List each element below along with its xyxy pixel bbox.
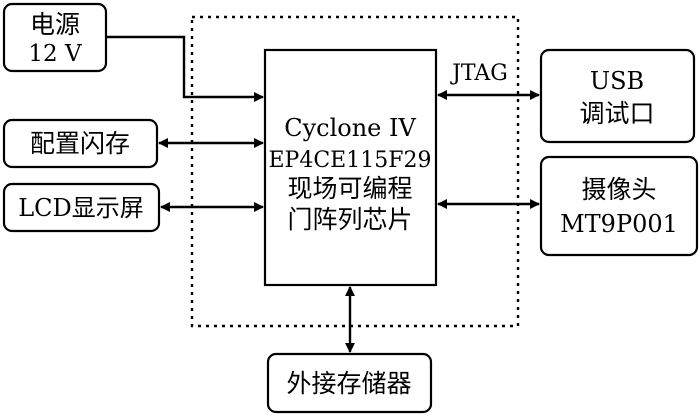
camera-block: 摄像头 MT9P001: [539, 155, 699, 257]
usb-label: USB: [590, 67, 644, 95]
power-connection-arrow: [106, 35, 265, 103]
system-boundary: [190, 15, 520, 328]
lcd-label: LCD显示屏: [18, 194, 144, 222]
external-memory-block: 外接存储器: [266, 352, 433, 414]
fpga-desc-line2: 门阵列芯片: [287, 205, 412, 234]
jtag-label: JTAG: [450, 61, 508, 86]
config-flash-label: 配置闪存: [30, 129, 130, 158]
camera-model-label: MT9P001: [560, 210, 678, 238]
usb-debug-block: USB 调试口: [539, 48, 696, 144]
camera-label: 摄像头: [581, 175, 656, 204]
config-flash-block: 配置闪存: [2, 118, 159, 169]
usb-debug-label: 调试口: [579, 99, 654, 128]
fpga-name-label: Cyclone ⅠV: [284, 114, 416, 142]
fpga-chip-block: Cyclone ⅠV EP4CE115F29 现场可编程 门阵列芯片: [263, 48, 438, 287]
power-label: 电源: [30, 10, 80, 39]
power-supply-block: 电源 12 V: [2, 2, 108, 73]
fpga-desc-line1: 现场可编程: [287, 174, 412, 203]
lcd-display-block: LCD显示屏: [2, 182, 161, 233]
external-memory-label: 外接存储器: [286, 369, 411, 398]
power-voltage-label: 12 V: [28, 41, 82, 67]
fpga-model-label: EP4CE115F29: [268, 148, 431, 173]
